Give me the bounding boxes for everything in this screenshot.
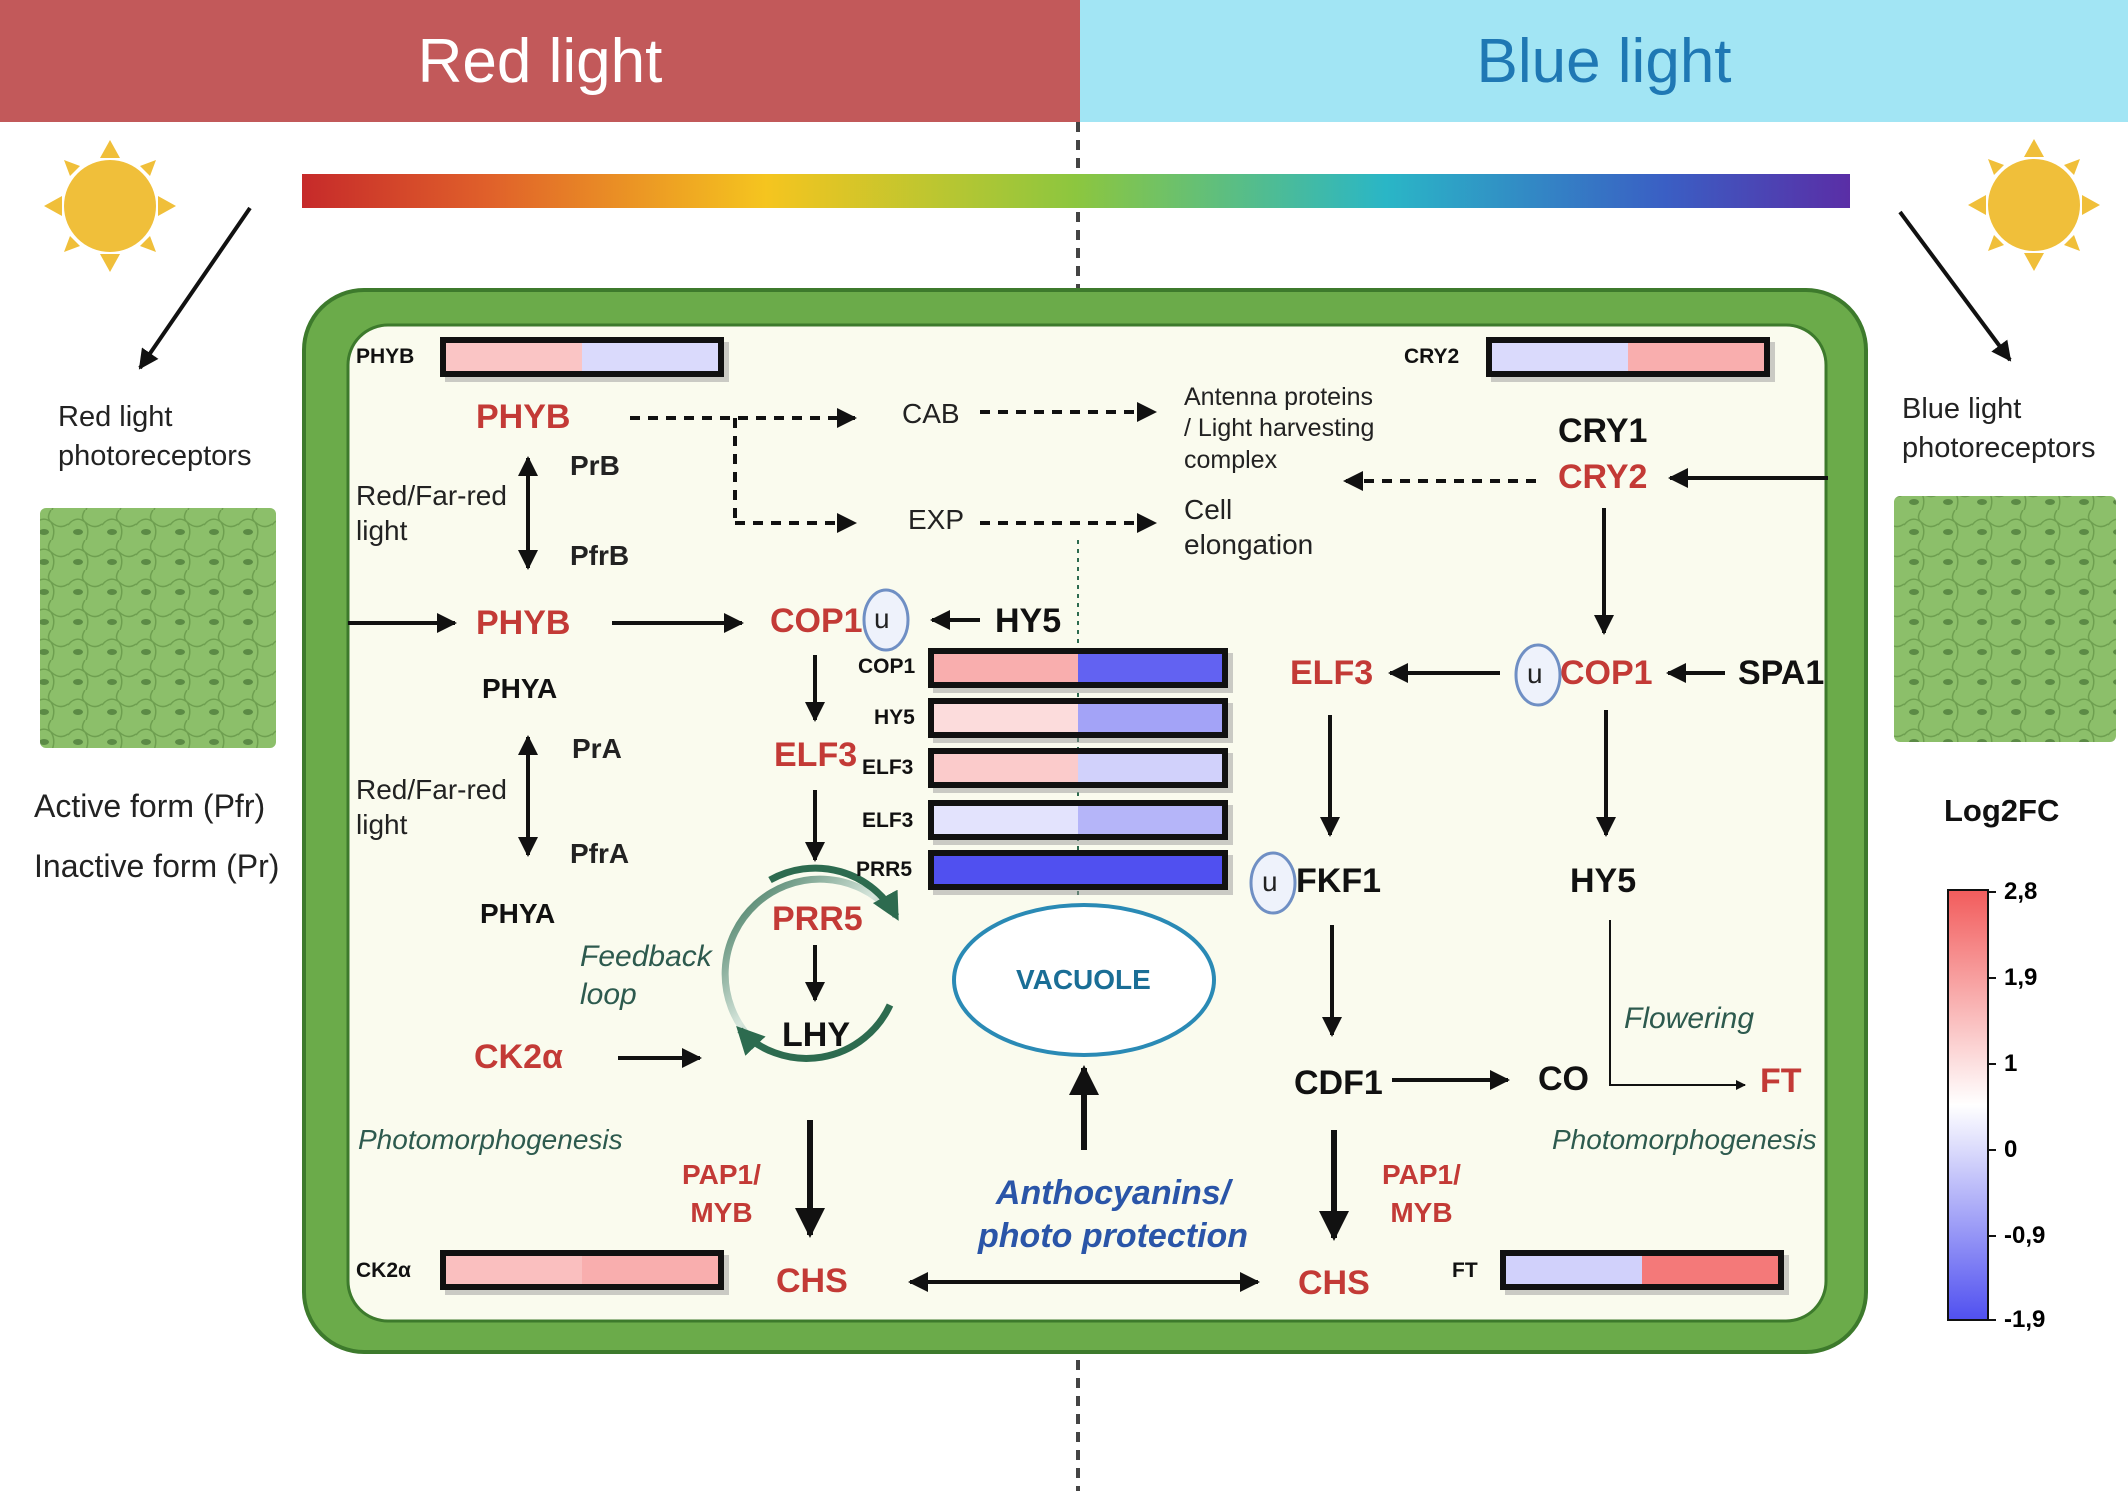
feedback-loop (721, 875, 893, 1041)
legend-tick: 0 (2004, 1136, 2018, 1163)
legend-colorbar (1947, 889, 1989, 1321)
node-elf3-left: ELF3 (774, 736, 858, 774)
node-ft: FT (1760, 1062, 1802, 1100)
heatmap-cell (934, 856, 1078, 884)
leaf-tissue-right (1894, 496, 2116, 742)
heatmap-cell (934, 704, 1078, 732)
photomorphogenesis-left: Photomorphogenesis (358, 1124, 623, 1155)
vacuole (952, 903, 1216, 1057)
node-pap1-myb-left: PAP1/MYB (682, 1159, 761, 1228)
node-chs-left: CHS (776, 1262, 848, 1300)
sun-icon-right (1968, 139, 2100, 271)
heatmap-label: PHYB (356, 345, 415, 368)
heatmap-cell (934, 754, 1078, 782)
active-form-label: Active form (Pfr) (34, 788, 266, 824)
inactive-form-label: Inactive form (Pr) (34, 848, 280, 884)
heatmap-cell (934, 654, 1078, 682)
anthocyanins-label: Anthocyanins/photo protection (978, 1174, 1249, 1255)
ubiquitin-mark: u (1527, 658, 1543, 689)
node-lhy: LHY (782, 1016, 850, 1054)
heatmap-cell (446, 1256, 582, 1284)
legend-tick: 2,8 (2004, 878, 2038, 905)
ubiquitin-mark: u (1262, 866, 1278, 897)
red-light-header: Red light (0, 0, 1080, 122)
sun-icon-left (44, 140, 176, 272)
node-exp: EXP (908, 504, 965, 535)
node-hy5-right: HY5 (1570, 862, 1637, 900)
heatmap-cell (1642, 1256, 1778, 1284)
spectrum-bar (302, 174, 1850, 208)
leaf-tissue-left (40, 508, 276, 748)
node-pfra: PfrA (570, 838, 630, 869)
photomorphogenesis-right: Photomorphogenesis (1552, 1124, 1817, 1155)
heatmap-cell (1078, 654, 1222, 682)
heatmap-label: ELF3 (862, 809, 914, 832)
node-phyb-mid: PHYB (476, 604, 571, 642)
node-elf3-right: ELF3 (1290, 654, 1374, 692)
ubiquitin-mark: u (874, 603, 890, 634)
legend-tick: 1 (2004, 1050, 2018, 1077)
node-phya-1: PHYA (482, 673, 558, 704)
blue-light-header: Blue light (1080, 0, 2128, 122)
heatmap-cell (1492, 343, 1628, 371)
node-ck2a: CK2α (474, 1038, 563, 1076)
node-chs-right: CHS (1298, 1264, 1370, 1302)
node-co: CO (1538, 1060, 1589, 1098)
node-cry1: CRY1 (1558, 412, 1648, 450)
heatmap-cell (1628, 343, 1764, 371)
heatmap-label: PRR5 (856, 858, 913, 881)
node-fkf1: FKF1 (1296, 862, 1381, 900)
heatmap-label: HY5 (874, 706, 915, 729)
heatmap-cell (934, 806, 1078, 834)
node-cry2: CRY2 (1558, 458, 1648, 496)
node-cop1-left: COP1 (770, 602, 863, 640)
node-prb: PrB (570, 450, 620, 481)
heatmap-cell (1078, 754, 1222, 782)
heatmap-label: CRY2 (1404, 345, 1460, 368)
node-prr5: PRR5 (772, 900, 863, 938)
heatmap-label: COP1 (858, 655, 916, 678)
node-cdf1: CDF1 (1294, 1064, 1383, 1102)
node-pra: PrA (572, 733, 622, 764)
heatmap-cell (1506, 1256, 1642, 1284)
heatmap-cell (582, 343, 718, 371)
heatmap-group (440, 337, 1789, 1295)
heatmap-label: ELF3 (862, 756, 914, 779)
heatmap-label: FT (1452, 1259, 1478, 1282)
heatmap-cell (1078, 856, 1222, 884)
node-cab: CAB (902, 398, 960, 429)
heatmap-cell (582, 1256, 718, 1284)
flowering-label: Flowering (1624, 1002, 1755, 1035)
node-cop1-right: COP1 (1560, 654, 1653, 692)
heatmap-cell (1078, 806, 1222, 834)
node-phya-2: PHYA (480, 898, 556, 929)
heatmap-cell (446, 343, 582, 371)
node-spa1: SPA1 (1738, 654, 1825, 692)
node-phyb-top: PHYB (476, 398, 571, 436)
node-pfrb: PfrB (570, 540, 630, 571)
legend-tick: -0,9 (2004, 1222, 2046, 1249)
legend-tick: -1,9 (2004, 1306, 2046, 1333)
vacuole-label: VACUOLE (1016, 964, 1151, 995)
heatmap-cell (1078, 704, 1222, 732)
legend-title: Log2FC (1944, 793, 2060, 828)
node-hy5-left: HY5 (995, 602, 1062, 640)
node-pap1-myb-right: PAP1/MYB (1382, 1159, 1461, 1228)
legend-tick: 1,9 (2004, 964, 2038, 991)
heatmap-label: CK2α (356, 1259, 411, 1282)
